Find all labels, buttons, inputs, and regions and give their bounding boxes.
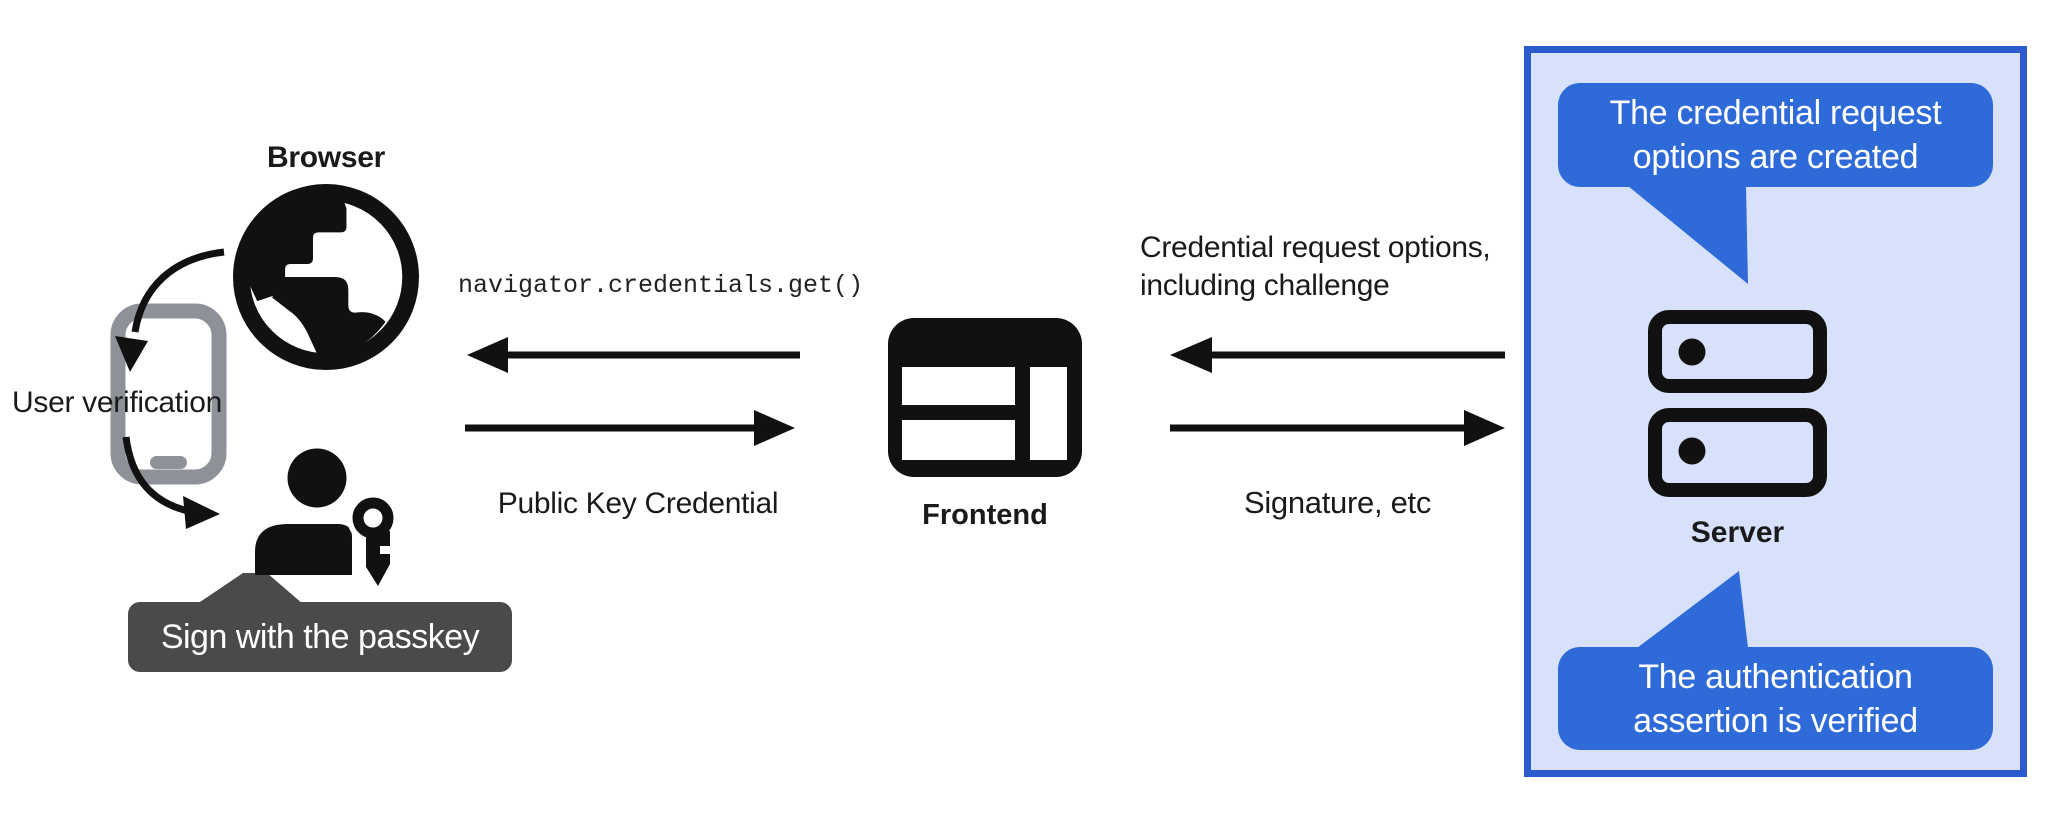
- server-callout-bottom-text: The authentication assertion is verified: [1633, 657, 1918, 740]
- server-bubble-top-tail: [1628, 186, 1748, 284]
- sign-with-passkey-text: Sign with the passkey: [160, 617, 480, 656]
- user-verification-label: User verification: [12, 386, 222, 419]
- globe-browser-icon: [233, 184, 419, 370]
- server-label: Server: [1690, 516, 1785, 549]
- frontend-window-icon: [888, 318, 1082, 477]
- frontend-label: Frontend: [922, 499, 1048, 531]
- browser-label: Browser: [267, 141, 385, 174]
- passkey-user-icon: [255, 448, 399, 586]
- arrow-browser-to-frontend: [465, 410, 795, 446]
- arrow-server-to-frontend: [1170, 337, 1505, 373]
- arrow-frontend-to-browser: [467, 337, 800, 373]
- navigator-credentials-get-code: navigator.credentials.get(): [458, 271, 864, 300]
- arrow-frontend-to-server: [1170, 410, 1505, 446]
- server-callout-top-text: The credential request options are creat…: [1609, 94, 1942, 176]
- arrow-browser-to-phone: [115, 248, 225, 372]
- server-callout-top: The credential request options are creat…: [1558, 83, 1993, 187]
- sign-bubble-tail: [197, 573, 303, 604]
- server-bubble-bottom-tail: [1637, 571, 1748, 648]
- server-stack-icon: [1648, 310, 1827, 497]
- public-key-credential-label: Public Key Credential: [497, 487, 779, 520]
- arrow-phone-to-user: [122, 436, 220, 529]
- credential-request-options-label: Credential request options, including ch…: [1140, 231, 1491, 302]
- phone-icon: [110, 303, 227, 485]
- server-callout-bottom: The authentication assertion is verified: [1558, 647, 1993, 750]
- sign-with-passkey-bubble: Sign with the passkey: [128, 602, 512, 672]
- signature-etc-label: Signature, etc: [1243, 485, 1432, 520]
